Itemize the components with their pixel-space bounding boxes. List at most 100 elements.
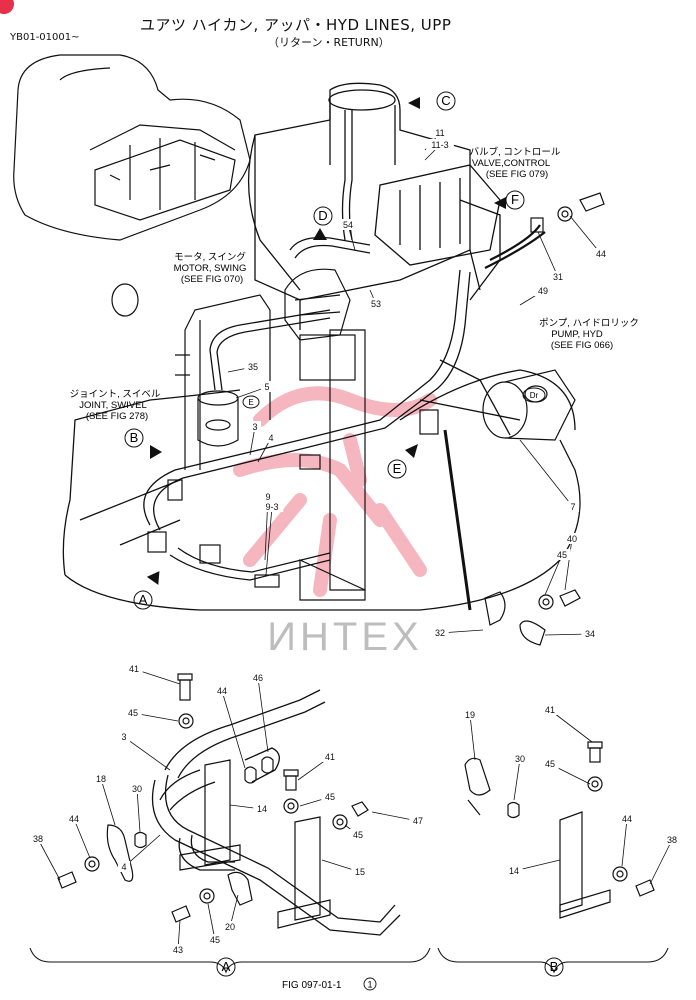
part-number-bg bbox=[244, 361, 262, 372]
part-number-detail-b: 45 bbox=[545, 759, 555, 769]
page-subtitle: （リターン・RETURN） bbox=[268, 36, 390, 49]
part-number-detail-a: 45 bbox=[128, 708, 138, 718]
callout-pump-hyd-ref: (SEE FIG 066) bbox=[551, 340, 613, 351]
view-arrows bbox=[146, 97, 506, 585]
pump-hyd bbox=[482, 369, 576, 441]
part-number-bg bbox=[117, 731, 131, 742]
part-number-detail-a: 4 bbox=[121, 862, 126, 872]
part-number-bg bbox=[349, 829, 367, 840]
part-number-bg bbox=[124, 707, 142, 718]
leader-line bbox=[537, 231, 559, 278]
part-number-bg bbox=[253, 803, 271, 814]
part-number-main: 9-3 bbox=[265, 502, 278, 512]
view-circles bbox=[124, 91, 564, 977]
tank-and-valve-block bbox=[247, 82, 501, 330]
part-number-bg bbox=[426, 139, 454, 150]
part-number-bg bbox=[563, 533, 581, 544]
watermark-logo bbox=[233, 386, 437, 597]
part-number-bg bbox=[409, 815, 427, 826]
part-number-bg bbox=[213, 685, 231, 696]
part-number-bg bbox=[221, 921, 239, 932]
watermark-text: ИНТЕХ bbox=[267, 615, 422, 659]
part-number-bg bbox=[505, 865, 523, 876]
part-number-bg bbox=[249, 672, 267, 683]
leader-line bbox=[513, 758, 521, 801]
leader-line bbox=[136, 788, 141, 833]
callout-motor-swing-ref: (SEE FIG 070) bbox=[181, 274, 243, 285]
part-number-bg bbox=[431, 127, 449, 138]
swivel-joint bbox=[197, 390, 239, 447]
part-number-bg bbox=[541, 758, 559, 769]
part-number-bg bbox=[663, 834, 681, 845]
leader-line bbox=[549, 709, 593, 743]
part-number-bg bbox=[264, 432, 278, 443]
part-number-bg bbox=[321, 791, 339, 802]
view-letter-f: F bbox=[511, 192, 519, 207]
part-number-bg bbox=[260, 381, 274, 392]
view-letter-c: C bbox=[441, 93, 450, 108]
detail-section-brackets bbox=[29, 947, 669, 974]
leader-line bbox=[37, 838, 61, 881]
marker-dr: Dr bbox=[530, 391, 539, 400]
leader-line bbox=[564, 538, 573, 591]
part-number-bg bbox=[549, 271, 567, 282]
part-number-main: 44 bbox=[596, 249, 606, 259]
sheet-number: 1 bbox=[367, 980, 372, 990]
part-number-detail-a: 45 bbox=[325, 792, 335, 802]
part-number-bg bbox=[92, 773, 110, 784]
callout-pump-hyd: ポンプ, ハイドロリック PUMP, HYD (SEE FIG 066) bbox=[539, 318, 639, 351]
part-number-detail-a: 47 bbox=[413, 816, 423, 826]
part-number-bg bbox=[553, 549, 571, 560]
corner-badge bbox=[0, 0, 14, 14]
callout-joint-swivel: ジョイント, スイベル JOINT, SWIVEL (SEE FIG 278) bbox=[70, 389, 161, 422]
return-hoses bbox=[143, 110, 546, 611]
part-number-bg bbox=[117, 861, 131, 872]
leader-line bbox=[569, 215, 602, 255]
view-circle bbox=[313, 206, 333, 226]
callout-pump-hyd-jp: ポンプ, ハイドロリック bbox=[539, 318, 639, 329]
view-circle bbox=[133, 590, 153, 610]
part-number-main: 5 bbox=[264, 382, 269, 392]
detail-a-hoses bbox=[151, 689, 401, 936]
leader-line bbox=[257, 677, 269, 753]
view-circle bbox=[387, 459, 407, 479]
part-number-detail-a: 18 bbox=[96, 774, 106, 784]
swing-motor bbox=[284, 268, 356, 381]
part-number-detail-b: 41 bbox=[545, 705, 555, 715]
callout-valve-control-en: VALVE,CONTROL bbox=[472, 158, 550, 169]
part-number-bg bbox=[260, 501, 284, 512]
part-number-bg bbox=[29, 833, 47, 844]
part-number-bg bbox=[534, 285, 552, 296]
part-number-main: 53 bbox=[371, 299, 381, 309]
callout-joint-swivel-jp: ジョイント, スイベル bbox=[70, 389, 161, 400]
view-letter-e: E bbox=[393, 461, 402, 476]
part-number-bg bbox=[169, 944, 187, 955]
part-number-main: 11 bbox=[435, 128, 444, 138]
view-letter-d: D bbox=[318, 208, 327, 223]
view-circle bbox=[505, 190, 525, 210]
leader-line bbox=[519, 439, 574, 508]
callout-pump-hyd-en: PUMP, HYD bbox=[551, 329, 603, 340]
sheet-circle bbox=[363, 977, 377, 991]
marker-oval bbox=[242, 395, 260, 409]
callout-motor-swing: モータ, スイング MOTOR, SWING (SEE FIG 070) bbox=[174, 251, 247, 285]
part-number-bg bbox=[128, 783, 146, 794]
part-number-main: 4 bbox=[268, 433, 273, 443]
part-number-detail-a: 15 bbox=[355, 867, 365, 877]
leader-line bbox=[649, 839, 673, 885]
detail-a-brackets bbox=[106, 759, 331, 929]
callout-motor-swing-jp: モータ, スイング bbox=[174, 251, 246, 263]
part-number-detail-a: 44 bbox=[217, 686, 227, 696]
view-letter-a: A bbox=[139, 592, 148, 607]
part-number-detail-b: 38 bbox=[667, 835, 677, 845]
part-number-bg bbox=[592, 248, 610, 259]
part-number-detail-a: 20 bbox=[225, 922, 235, 932]
part-number-bg bbox=[566, 501, 580, 512]
leader-line bbox=[544, 554, 563, 596]
part-number-detail-a: 14 bbox=[257, 804, 267, 814]
part-number-detail-a: 41 bbox=[325, 752, 335, 762]
view-circle bbox=[436, 91, 456, 111]
part-number-detail-b: 44 bbox=[622, 814, 632, 824]
